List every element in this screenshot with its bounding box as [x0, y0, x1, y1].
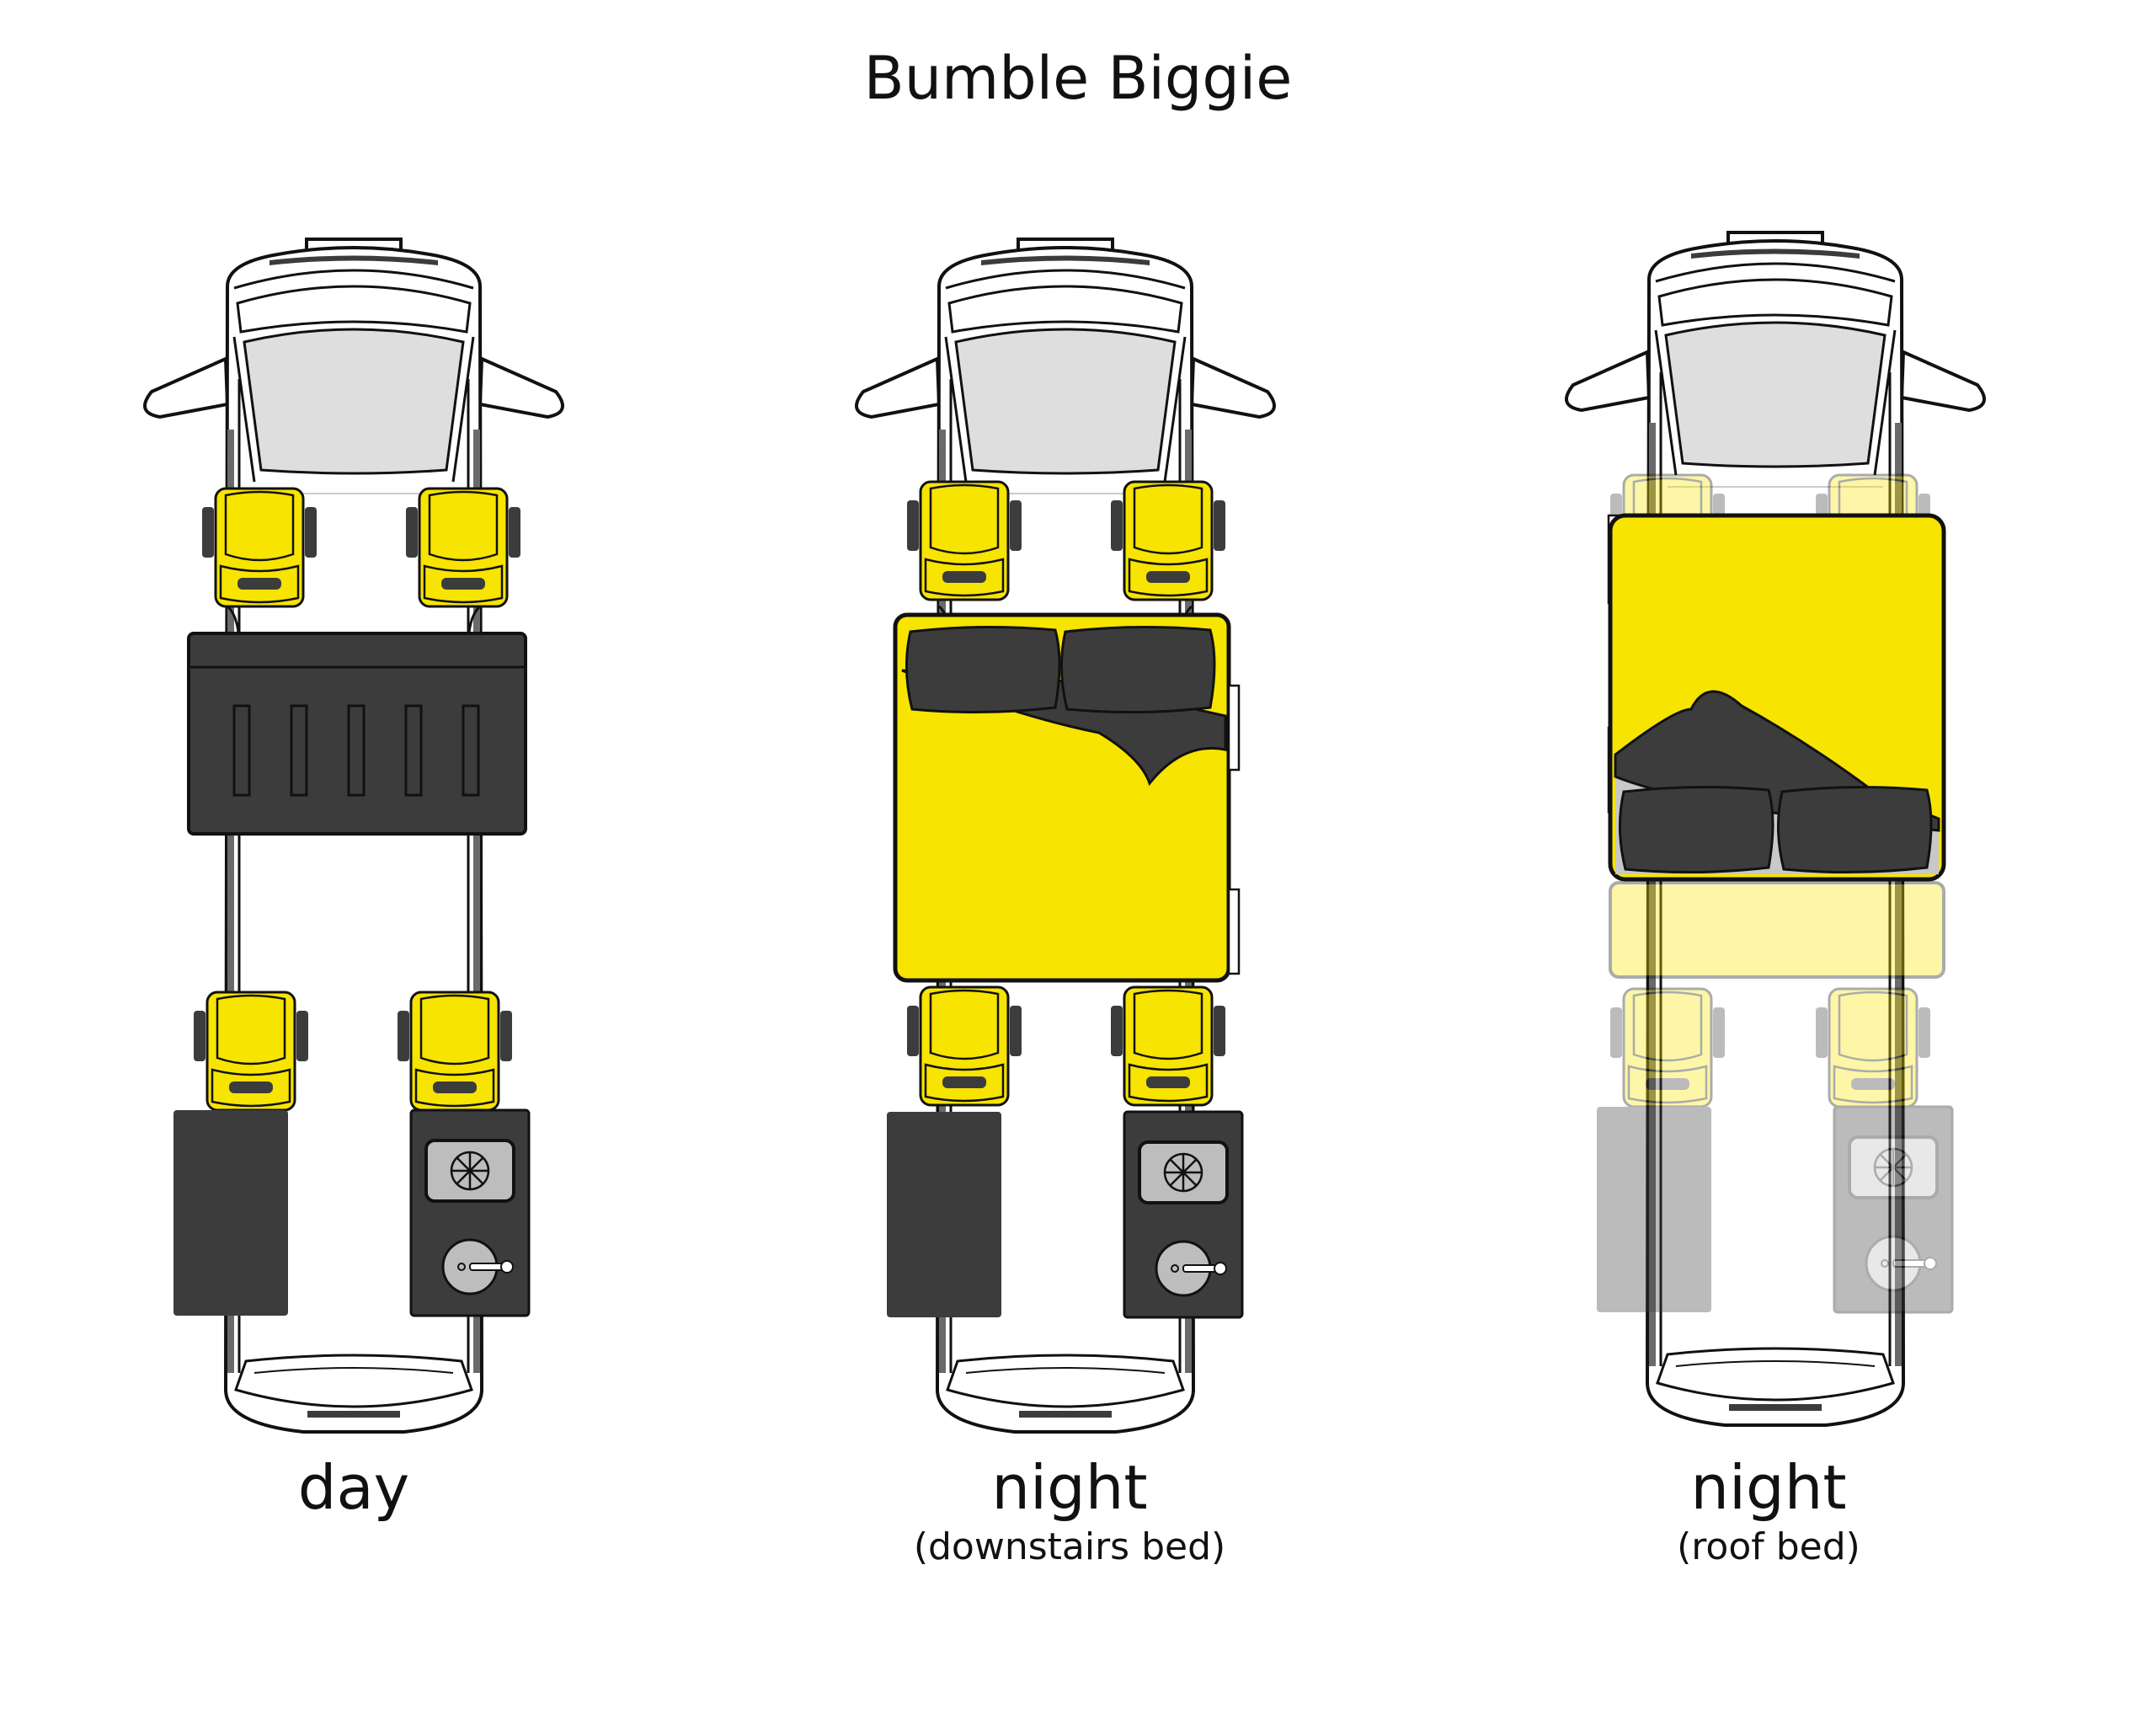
- bench-seat: [187, 632, 527, 836]
- pillow-icon: [905, 625, 1061, 714]
- storage-cabinet: [173, 1110, 288, 1316]
- seat-icon: [1109, 985, 1227, 1107]
- kitchen-unit: [1123, 1110, 1244, 1319]
- faded-interior: [1597, 473, 1954, 1314]
- pillow-icon: [1776, 785, 1933, 874]
- seat-icon: [1109, 480, 1227, 601]
- seat-icon: [200, 487, 318, 608]
- seat-icon: [905, 480, 1023, 601]
- seat-icon: [192, 991, 310, 1112]
- storage-cabinet: [887, 1112, 1001, 1317]
- van-night-roof: [1565, 231, 1986, 1427]
- layout-label-day: day: [297, 1452, 410, 1523]
- page-title: Bumble Biggie: [863, 44, 1293, 113]
- van-night-downstairs: [855, 238, 1276, 1434]
- van-day: [143, 238, 564, 1434]
- layout-label-night-roof: night: [1690, 1452, 1847, 1523]
- layout-label-night-downstairs: night: [991, 1452, 1148, 1523]
- seat-icon: [1609, 987, 1726, 1108]
- kitchen-unit: [409, 1108, 531, 1317]
- pillow-icon: [1618, 785, 1774, 874]
- layout-sublabel-night-downstairs: (downstairs bed): [913, 1525, 1226, 1568]
- seat-icon: [1814, 987, 1932, 1108]
- roof-bed: [1607, 513, 1946, 882]
- seat-icon: [404, 487, 522, 608]
- layout-sublabel-night-roof: (roof bed): [1677, 1525, 1860, 1568]
- downstairs-bed: [893, 612, 1241, 983]
- seat-icon: [396, 991, 514, 1112]
- seat-icon: [905, 985, 1023, 1107]
- pillow-icon: [1059, 625, 1216, 714]
